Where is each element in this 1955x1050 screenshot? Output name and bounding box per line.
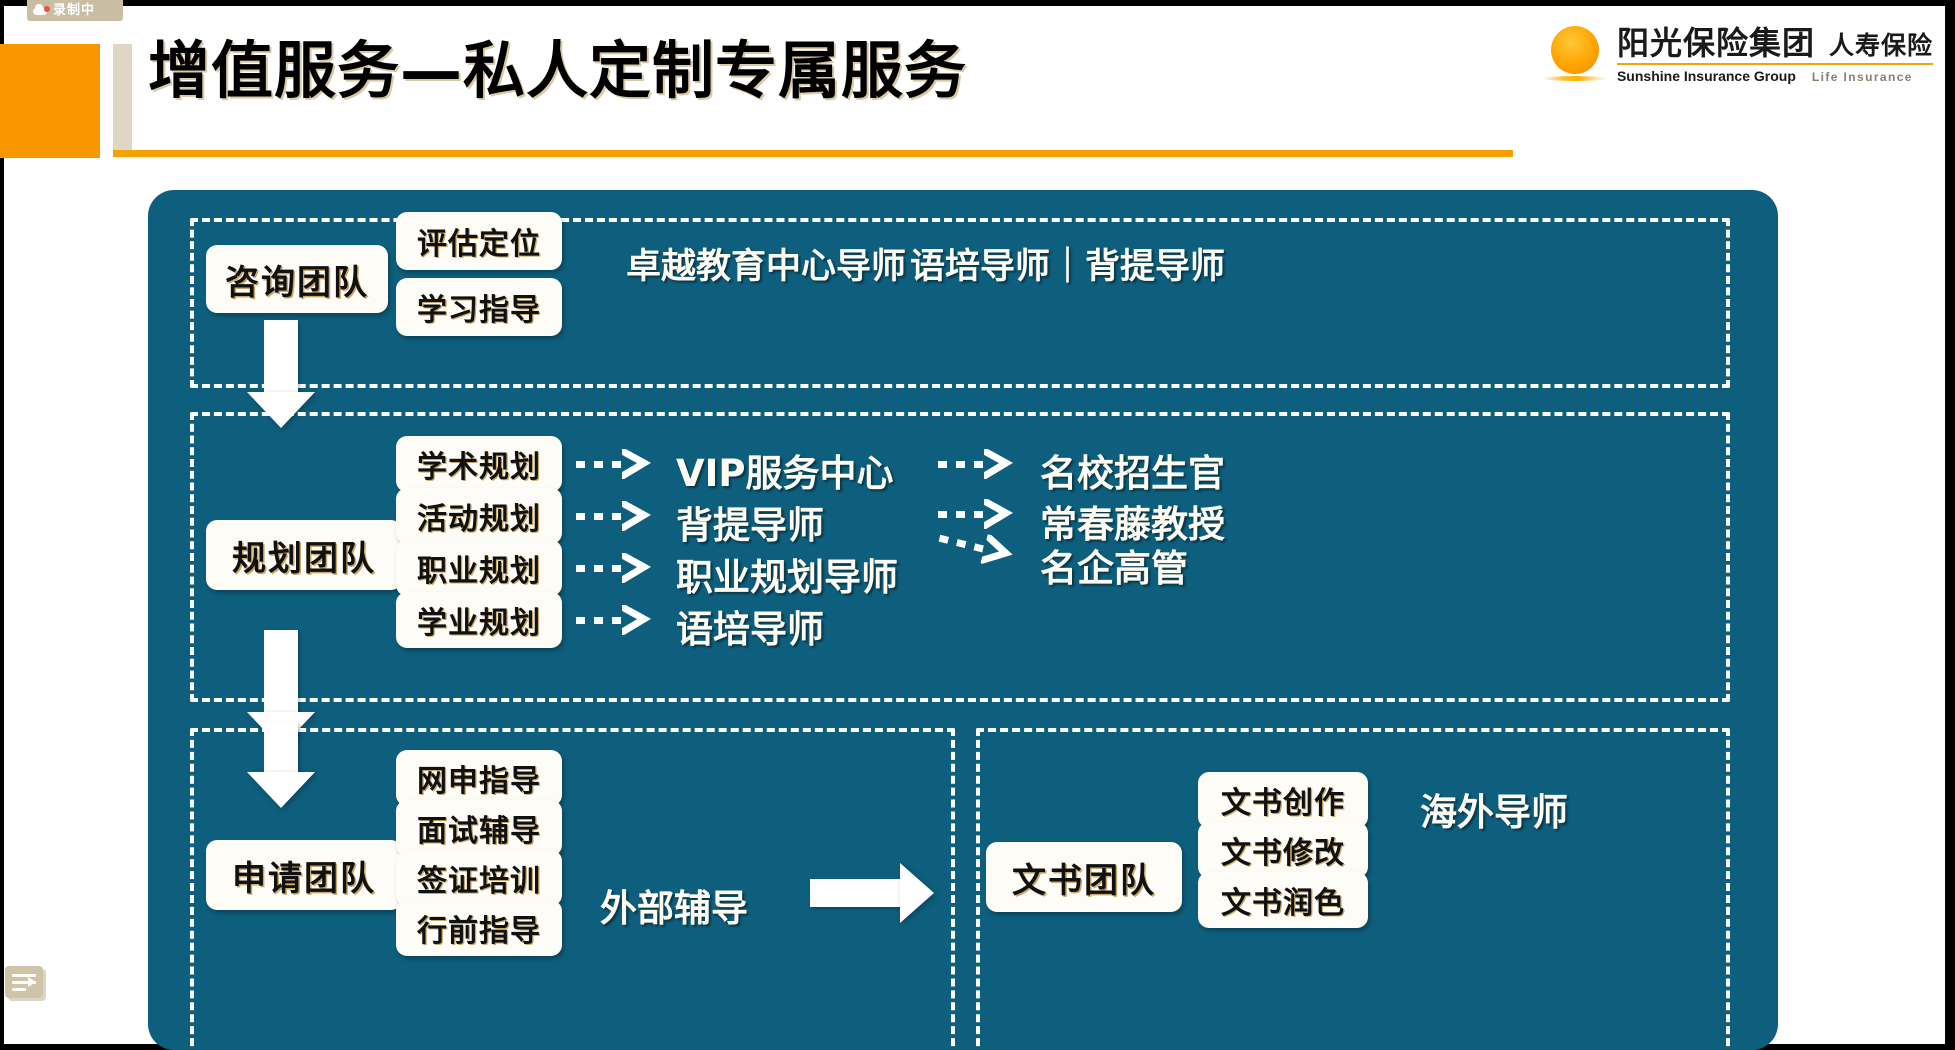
dotted-arrow-planning-stage2-2 [936,524,1027,574]
target-planning-0: VIP服务中心 [676,452,894,495]
item-chip-consulting-1[interactable]: 学习指导 [396,278,562,336]
dotted-arrow-planning-2 [576,553,662,584]
dotted-arrow-planning-1 [576,501,662,532]
brand-sub-cn: 人寿保险 [1828,31,1933,61]
section-consulting [190,218,1730,388]
section-application [190,728,955,1050]
dotted-arrow-planning-stage2-1 [938,499,1024,530]
item-chip-application-0[interactable]: 网申指导 [396,750,562,806]
header-underline [113,150,1513,157]
item-chip-documents-2[interactable]: 文书润色 [1198,872,1368,928]
header-tan-bar [113,44,132,154]
dotted-arrow-planning-stage2-0 [938,449,1024,480]
dotted-arrow-planning-3 [576,605,662,636]
team-chip-consulting[interactable]: 咨询团队 [206,245,388,313]
item-chip-application-2[interactable]: 签证培训 [396,850,562,906]
target-planning-2: 职业规划导师 [676,556,898,599]
team-chip-application[interactable]: 申请团队 [206,840,402,910]
frame-edge-top [0,0,1955,6]
brand-name-cn: 阳光保险集团 [1616,24,1815,63]
note-consulting-0: 卓越教育中心导师 [626,247,907,287]
flow-arrow-into-application [246,722,316,860]
section-planning [190,412,1730,702]
target-planning-3: 语培导师 [676,608,824,651]
sunrise-icon [1542,26,1607,84]
item-chip-planning-1[interactable]: 活动规划 [396,488,562,544]
section-documents [976,728,1730,1050]
frame-edge-right [1945,0,1955,1050]
item-chip-application-3[interactable]: 行前指导 [396,900,562,956]
page-title: 增值服务—私人定制专属服务 [148,34,968,107]
cloud-record-icon [33,3,50,15]
team-chip-documents[interactable]: 文书团队 [986,842,1182,912]
flow-arrow-application-to-documents [810,862,936,924]
brand-sub-en: Life Insurance [1811,70,1913,84]
second-target-planning-0: 名校招生官 [1040,452,1225,495]
item-chip-planning-0[interactable]: 学术规划 [396,436,562,492]
dotted-arrow-planning-0 [576,449,662,480]
item-chip-application-1[interactable]: 面试辅导 [396,800,562,856]
item-chip-consulting-0[interactable]: 评估定位 [396,212,562,270]
note-consulting-1: 语培导师｜背提导师 [910,247,1226,287]
item-chip-planning-3[interactable]: 学业规划 [396,592,562,648]
frame-edge-left [0,0,4,1050]
item-chip-documents-0[interactable]: 文书创作 [1198,772,1368,828]
header-accent-block [0,44,100,158]
diagram-panel: 咨询团队 评估定位 学习指导 卓越教育中心导师 语培导师｜背提导师 规划团队 学… [148,190,1778,1050]
item-chip-planning-2[interactable]: 职业规划 [396,540,562,596]
brand-divider [1616,63,1933,65]
team-chip-planning[interactable]: 规划团队 [206,520,402,590]
recording-label: 录制中 [53,1,96,17]
flow-arrow-consulting-to-planning [246,320,316,430]
playlist-play-icon[interactable] [5,966,43,998]
target-planning-1: 背提导师 [676,504,824,547]
recording-badge[interactable]: 录制中 [27,0,123,21]
item-chip-documents-1[interactable]: 文书修改 [1198,822,1368,878]
second-target-planning-1: 常春藤教授 [1040,503,1225,546]
bridge-label-external-coaching: 外部辅导 [600,887,748,930]
second-target-planning-2: 名企高管 [1040,547,1188,590]
brand-logo: 阳光保险集团 人寿保险 Sunshine Insurance Group Lif… [1542,24,1933,84]
brand-name-en: Sunshine Insurance Group [1616,68,1796,84]
note-documents: 海外导师 [1420,791,1568,834]
